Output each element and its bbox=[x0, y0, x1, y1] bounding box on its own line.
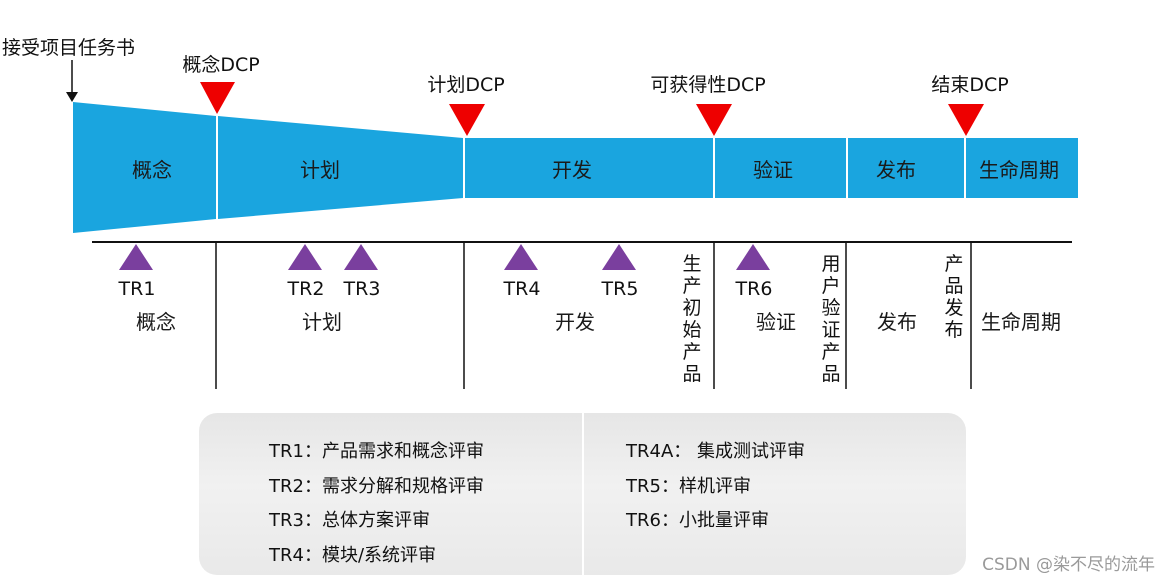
legend-left-item: TR1：产品需求和概念评审 bbox=[269, 441, 484, 462]
legend-right-item: TR5：样机评审 bbox=[626, 476, 751, 497]
bottom-phase-plan: 计划 bbox=[302, 310, 342, 334]
tr-legend-divider bbox=[582, 413, 584, 575]
start-arrow-head bbox=[66, 92, 78, 102]
dcp-marker-end bbox=[948, 104, 984, 136]
tr5-label: TR5 bbox=[601, 278, 639, 300]
band-release bbox=[848, 138, 964, 198]
dcp-label-plan: 计划DCP bbox=[427, 74, 504, 96]
vertical-note-char: 产 bbox=[944, 253, 963, 275]
vertical-note-char: 品 bbox=[821, 363, 840, 385]
top-phase-concept: 概念 bbox=[132, 158, 172, 182]
tr3-label: TR3 bbox=[343, 278, 381, 300]
bottom-phase-release: 发布 bbox=[877, 310, 917, 334]
tr2-label: TR2 bbox=[287, 278, 325, 300]
vertical-note-char: 布 bbox=[944, 319, 963, 341]
legend-left-item: TR4：模块/系统评审 bbox=[269, 545, 437, 566]
tr6-label: TR6 bbox=[735, 278, 773, 300]
dcp-label-concept: 概念DCP bbox=[182, 53, 259, 76]
tr1-marker bbox=[119, 244, 153, 270]
legend-right-item: TR6：小批量评审 bbox=[626, 510, 769, 531]
tr6-marker bbox=[736, 244, 770, 270]
dcp-marker-plan bbox=[449, 104, 485, 136]
vertical-note-char: 验 bbox=[821, 297, 840, 319]
tr4-label: TR4 bbox=[503, 278, 541, 300]
tr2-marker bbox=[288, 244, 322, 270]
dcp-marker-availability bbox=[696, 104, 732, 136]
dcp-marker-concept bbox=[200, 82, 235, 114]
vertical-note-char: 产 bbox=[682, 275, 701, 297]
legend-left-item: TR3：总体方案评审 bbox=[269, 510, 430, 531]
dcp-label-availability: 可获得性DCP bbox=[650, 74, 765, 96]
vertical-note-char: 生 bbox=[682, 253, 701, 275]
band-verify bbox=[715, 138, 846, 198]
top-phase-verify: 验证 bbox=[753, 158, 793, 182]
band-lifecycle bbox=[966, 138, 1078, 198]
vertical-note-char: 初 bbox=[682, 297, 701, 319]
legend-right-item: TR4A： 集成测试评审 bbox=[626, 441, 805, 462]
vertical-note-char: 证 bbox=[821, 319, 840, 341]
bottom-phase-develop: 开发 bbox=[555, 310, 595, 334]
top-phase-release: 发布 bbox=[876, 158, 916, 182]
vertical-note-char: 产 bbox=[821, 341, 840, 363]
tr4-marker bbox=[504, 244, 538, 270]
bottom-phase-verify: 验证 bbox=[756, 310, 796, 334]
top-phase-develop: 开发 bbox=[552, 158, 592, 182]
start-label: 接受项目任务书 bbox=[2, 37, 135, 59]
top-phase-lifecycle: 生命周期 bbox=[979, 158, 1059, 182]
band-develop bbox=[465, 138, 713, 198]
legend-left-item: TR2：需求分解和规格评审 bbox=[269, 476, 484, 497]
vertical-note-char: 用 bbox=[821, 253, 840, 275]
vertical-note-char: 品 bbox=[682, 363, 701, 385]
top-phase-plan: 计划 bbox=[300, 158, 340, 182]
bottom-phase-concept: 概念 bbox=[136, 310, 176, 334]
vertical-note-char: 产 bbox=[682, 341, 701, 363]
vertical-note-char: 户 bbox=[821, 275, 840, 297]
vertical-note-char: 发 bbox=[944, 297, 963, 319]
bottom-phase-lifecycle: 生命周期 bbox=[981, 310, 1061, 334]
tr1-label: TR1 bbox=[118, 278, 156, 300]
vertical-note-char: 品 bbox=[944, 275, 963, 297]
dcp-label-end: 结束DCP bbox=[931, 74, 1008, 96]
band-plan bbox=[218, 116, 463, 219]
band-concept bbox=[73, 102, 216, 233]
tr3-marker bbox=[344, 244, 378, 270]
vertical-note-char: 始 bbox=[682, 319, 701, 341]
watermark: CSDN @染不尽的流年 bbox=[982, 555, 1155, 575]
tr5-marker bbox=[602, 244, 636, 270]
